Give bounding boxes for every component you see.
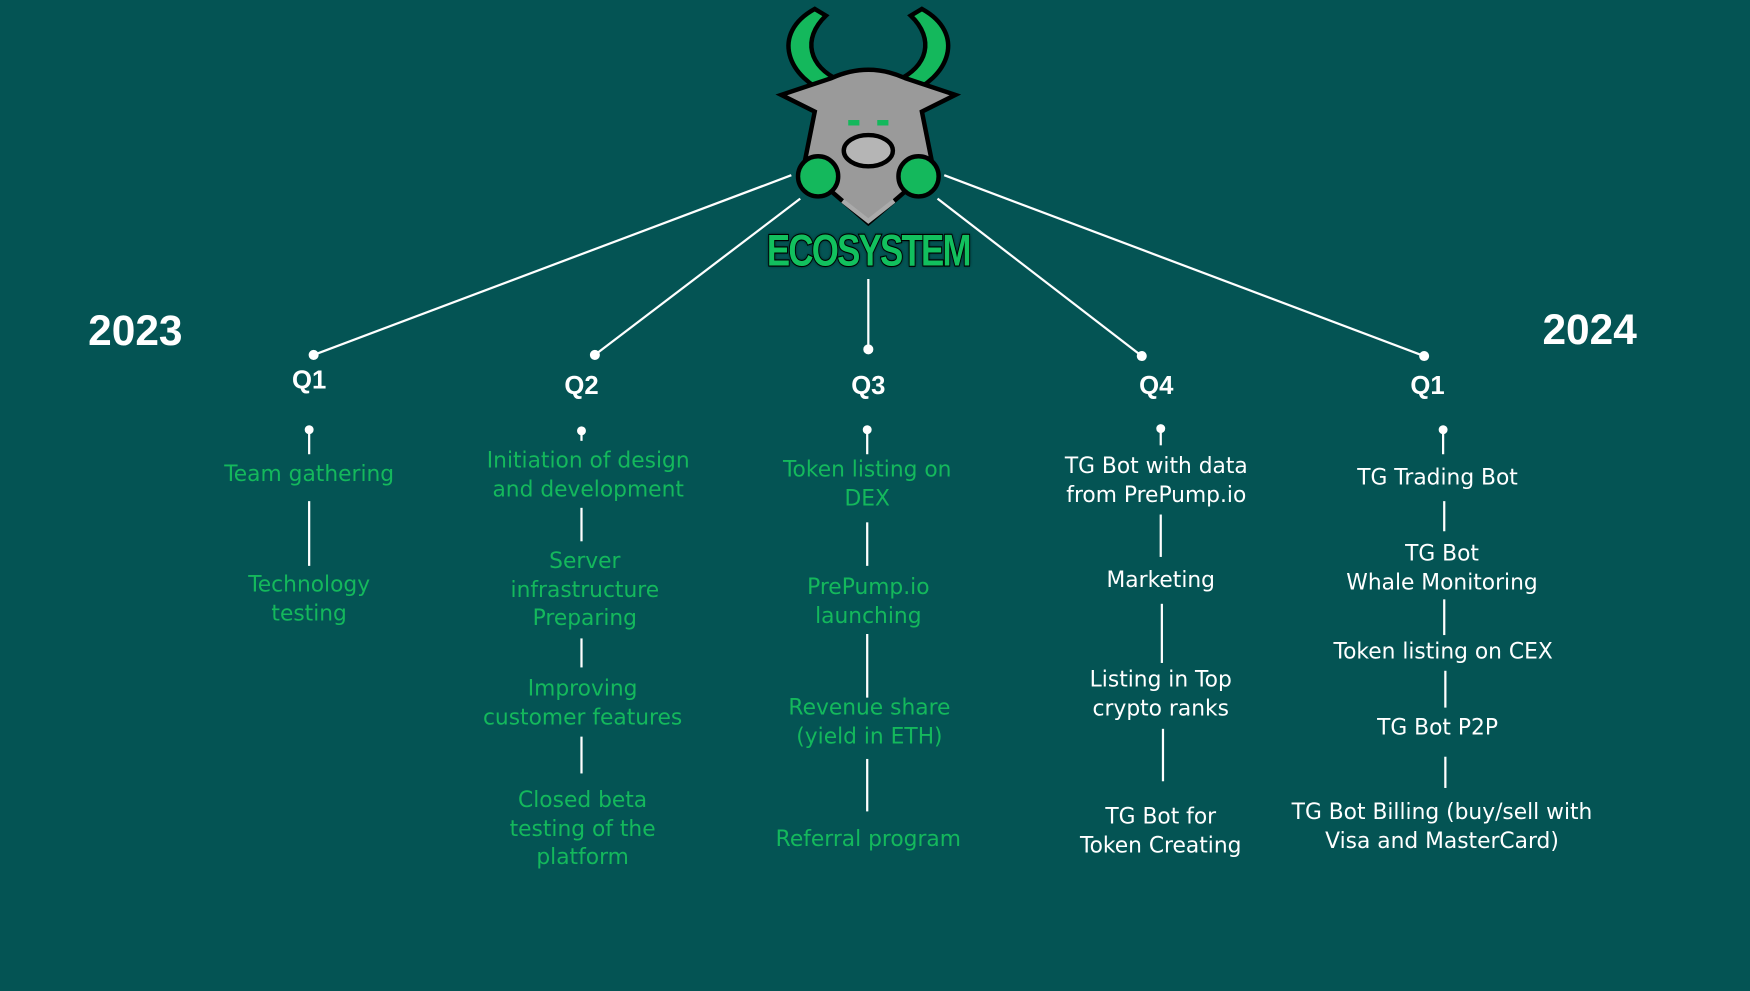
milestone-item: TG Bot for Token Creating (1080, 803, 1242, 858)
milestone-item: Token listing on CEX (1333, 638, 1553, 665)
quarter-label: Q3 (851, 370, 886, 400)
milestone-item: Improving customer features (482, 675, 683, 730)
year-label-2023: 2023 (88, 308, 183, 355)
milestone-item: Initiation of design and development (486, 447, 690, 502)
milestone-item: Closed beta testing of the platform (509, 786, 656, 870)
quarter-label: Q4 (1139, 370, 1174, 400)
quarter-label: Q1 (292, 364, 327, 394)
milestone-item: Server infrastructure Preparing (510, 548, 660, 631)
milestone-item: PrePump.io launching (807, 573, 930, 628)
milestone-item: TG Bot Billing (buy/sell with Visa and M… (1291, 799, 1593, 854)
milestone-item: Revenue share (yield in ETH) (788, 694, 951, 749)
milestone-item: Listing in Top crypto ranks (1089, 666, 1232, 721)
milestone-item: TG Bot P2P (1377, 714, 1498, 740)
connector-q2-2023 (594, 197, 801, 356)
connector-q1-2023 (313, 174, 792, 356)
connector-q1-2024 (943, 174, 1425, 358)
connector-q4-2023 (936, 197, 1143, 357)
milestone-item: TG Bot with data from PrePump.io (1064, 453, 1248, 508)
quarter-label: Q2 (564, 370, 599, 400)
milestone-item: TG Trading Bot (1357, 464, 1518, 490)
milestone-item: Referral program (775, 825, 961, 852)
milestone-item: TG Bot Whale Monitoring (1346, 540, 1538, 595)
bull-logo-icon (775, 6, 962, 227)
quarter-label: Q1 (1410, 370, 1445, 400)
milestone-item: Marketing (1106, 566, 1215, 593)
milestone-item: Token listing on DEX (782, 456, 952, 511)
column-connectors (304, 424, 1448, 812)
logo-wordmark: ECOSYSTEM (766, 225, 972, 276)
milestone-item: Technology testing (248, 571, 371, 626)
milestone-item: Team gathering (224, 460, 395, 487)
year-label-2024: 2024 (1542, 306, 1637, 354)
